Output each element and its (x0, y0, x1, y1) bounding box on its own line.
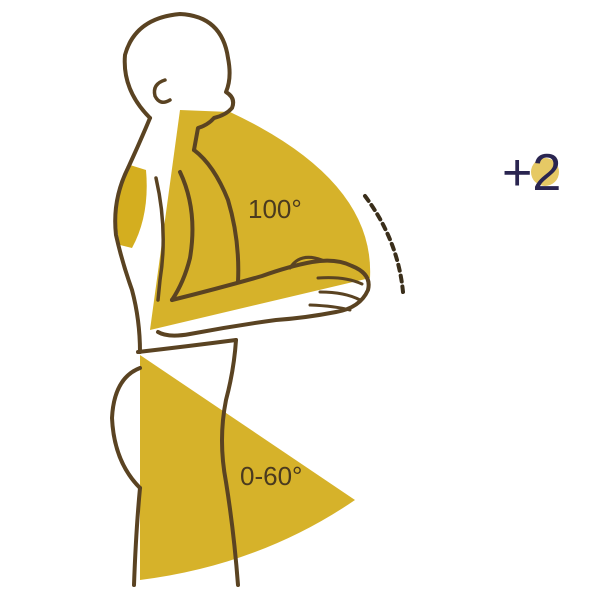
trunk-angle-label: 0-60° (240, 461, 302, 491)
motion-arc (363, 194, 405, 294)
back-shading (116, 165, 147, 248)
score-label: +2 (502, 144, 561, 202)
trunk-flexion-sector (140, 355, 355, 580)
ear-outline (152, 78, 172, 104)
rear-leg-outline (132, 486, 142, 587)
thumb-outline (288, 255, 324, 270)
back-outline (113, 116, 152, 354)
finger-lines (308, 276, 364, 312)
upper-arm-inner-outline (154, 176, 165, 302)
shoulder-angle-label: 100° (248, 194, 302, 224)
waist-outline (136, 338, 238, 354)
forearm-outline (156, 258, 371, 338)
chest-outline (192, 148, 241, 284)
front-leg-outline (220, 338, 240, 587)
score-highlight-dot (531, 158, 559, 186)
buttock-outline (109, 366, 142, 490)
head-outline (122, 12, 236, 152)
upper-arm-outline (170, 170, 195, 302)
shoulder-flexion-sector (150, 110, 371, 330)
